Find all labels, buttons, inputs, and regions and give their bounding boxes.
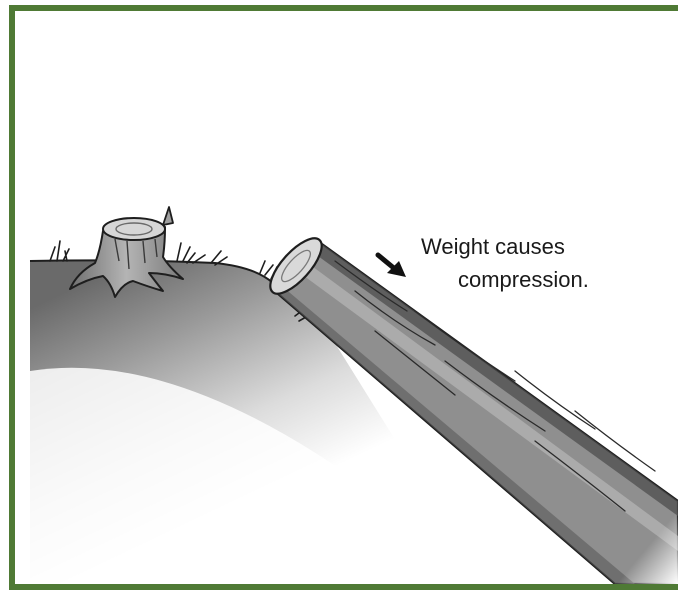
hillside bbox=[30, 260, 485, 584]
illustration-frame: Weight causes compression. bbox=[9, 5, 678, 590]
arrow-down-right-icon bbox=[378, 255, 406, 277]
annotation-line-2: compression. bbox=[458, 266, 589, 294]
annotation-line-1: Weight causes bbox=[421, 233, 565, 261]
scene-illustration bbox=[15, 11, 678, 584]
